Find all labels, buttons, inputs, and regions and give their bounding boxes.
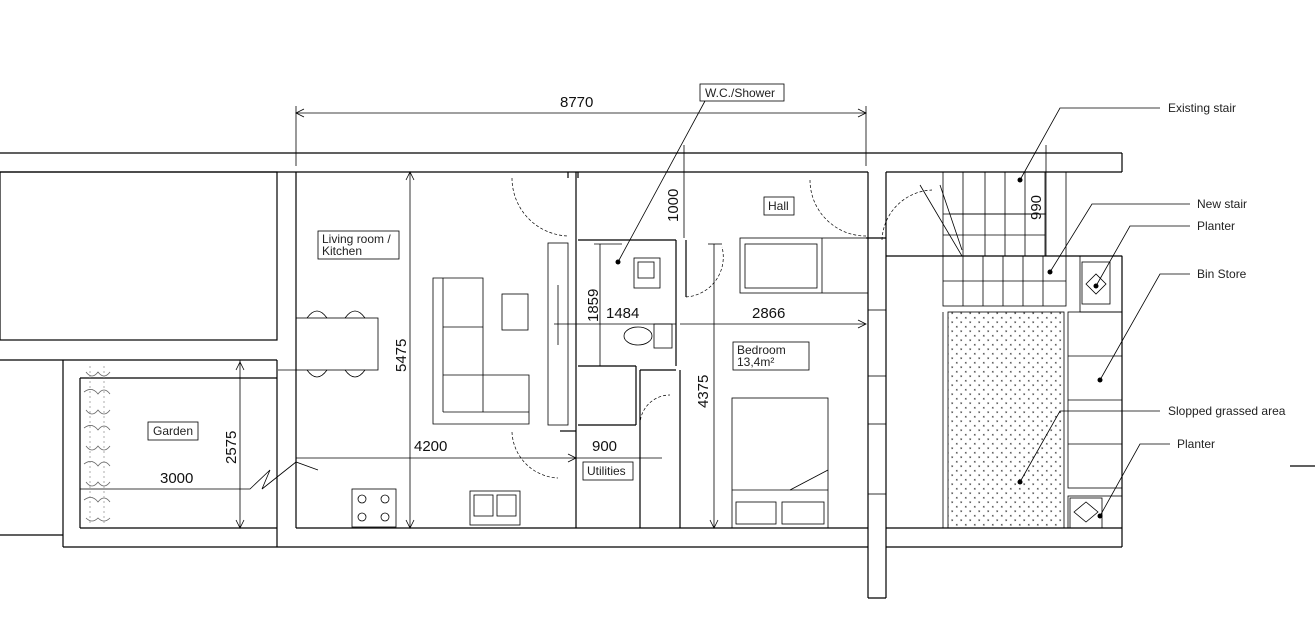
door-swings <box>511 177 933 479</box>
callout-slopped-grass: Slopped grassed area <box>1168 404 1286 418</box>
label-hall: Hall <box>768 199 789 213</box>
dim-overall-width: 8770 <box>560 94 593 111</box>
dim-stair-depth: 990 <box>1028 195 1045 220</box>
dim-bedroom-width: 2866 <box>752 305 785 322</box>
label-living-line2: Kitchen <box>322 244 362 258</box>
callouts: Existing stair New stair Planter Bin Sto… <box>615 100 1286 519</box>
dim-garden-width: 3000 <box>160 470 193 487</box>
new-stair <box>919 184 1067 307</box>
label-garden: Garden <box>153 424 193 438</box>
label-wc: W.C./Shower <box>705 86 775 100</box>
grassed-area <box>947 311 1065 529</box>
callout-bin-store: Bin Store <box>1197 267 1247 281</box>
dim-bedroom-depth: 4375 <box>695 375 712 408</box>
label-living-line1: Living room / <box>322 232 391 246</box>
dim-hall-depth: 1000 <box>665 189 682 222</box>
dim-living-depth: 5475 <box>393 339 410 372</box>
label-bedroom-area: 13,4m² <box>737 355 774 369</box>
label-bedroom: Bedroom <box>737 343 786 357</box>
callout-new-stair: New stair <box>1197 197 1247 211</box>
dim-utilities-width: 900 <box>592 438 617 455</box>
dim-wc-depth: 1859 <box>585 289 602 322</box>
walls <box>0 152 1315 599</box>
callout-existing-stair: Existing stair <box>1168 101 1236 115</box>
dim-wc-width: 1484 <box>606 305 639 322</box>
dim-garden-depth: 2575 <box>223 431 240 464</box>
dimensions: 8770 1000 1859 1484 2866 5475 4375 4200 … <box>80 94 1047 529</box>
callout-planter-bottom: Planter <box>1177 437 1215 451</box>
callout-planter-top: Planter <box>1197 219 1235 233</box>
furniture <box>278 242 1111 529</box>
room-labels: Living room / Kitchen Hall W.C./Shower B… <box>147 83 810 481</box>
dim-living-width: 4200 <box>414 438 447 455</box>
label-utilities: Utilities <box>587 464 626 478</box>
hedge <box>83 366 111 526</box>
